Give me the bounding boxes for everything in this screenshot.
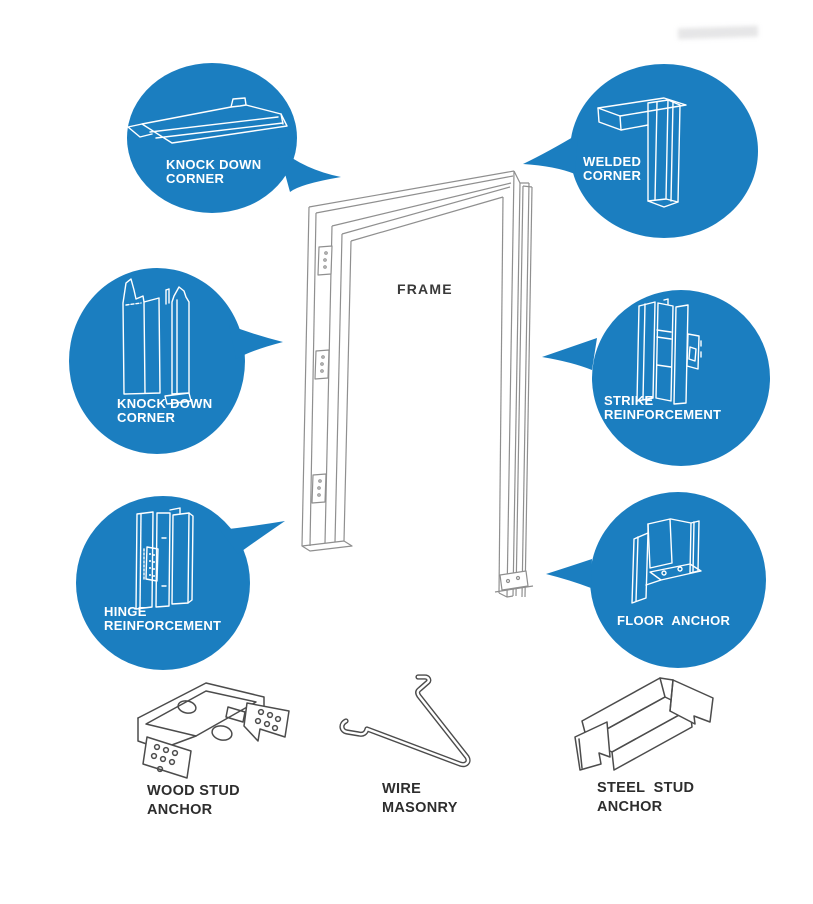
knock-down-corner-mid-drawing — [122, 278, 192, 405]
floor-anchor-drawing — [631, 518, 702, 604]
hinge-reinforcement-drawing — [135, 507, 194, 610]
callout-label-welded-corner: WELDED CORNER — [583, 155, 641, 182]
anchor-label-line: ANCHOR — [147, 802, 213, 818]
callout-label-line: CORNER — [166, 170, 225, 186]
frame-label: FRAME — [397, 281, 453, 297]
anchor-label-line: ANCHOR — [597, 799, 663, 815]
anchor-label-line: WOOD STUD — [147, 783, 240, 799]
callout-label-line: REINFORCEMENT — [604, 406, 722, 422]
wire-masonry-label: WIRE MASONRY — [382, 780, 458, 818]
bubble-tail — [523, 134, 578, 174]
callout-bubbles — [69, 63, 770, 670]
callout-label-line: CORNER — [117, 409, 176, 425]
steel-stud-anchor-drawing — [574, 677, 714, 771]
bubble-floor-anchor — [546, 492, 766, 668]
wood-stud-anchor-label: WOOD STUD ANCHOR — [147, 782, 240, 820]
callout-label-hinge-reinforcement: HINGE REINFORCEMENT — [104, 605, 221, 632]
bubble-knock-down-corner-top — [127, 63, 341, 213]
wire-masonry-drawing — [339, 674, 471, 768]
callout-label-knock-down-corner-top: KNOCK DOWN CORNER — [166, 158, 261, 185]
bubble-tail — [546, 559, 592, 588]
anchor-label-line: WIRE — [382, 781, 422, 797]
strike-reinforcement-drawing — [636, 298, 702, 405]
anchor-label-line: MASONRY — [382, 800, 458, 816]
callout-label-line: WELDED — [583, 154, 642, 169]
callout-label-line: HINGE — [104, 604, 147, 619]
bubble-tail — [542, 338, 597, 370]
callout-label-floor-anchor: FLOOR ANCHOR — [617, 614, 730, 628]
callout-label-strike-reinforcement: STRIKE REINFORCEMENT — [604, 394, 721, 421]
bubble-hinge-reinforcement — [76, 496, 285, 670]
bubble-strike-reinforcement — [542, 290, 770, 466]
callout-label-line: CORNER — [583, 167, 642, 183]
bubble-tail — [229, 325, 283, 359]
welded-corner-drawing — [597, 97, 687, 208]
bubble-tail — [278, 148, 341, 192]
callout-label-line: KNOCK DOWN — [166, 157, 262, 172]
callout-label-line: STRIKE — [604, 393, 654, 408]
wood-stud-anchor-drawing — [137, 682, 290, 779]
frame-floor-anchor-bracket — [494, 570, 534, 593]
bubble-tail — [220, 521, 285, 554]
frame-drawing — [301, 170, 534, 598]
callout-label-line: KNOCK DOWN — [117, 396, 213, 411]
frame-hinge-plates — [311, 245, 333, 504]
callout-label-knock-down-corner-mid: KNOCK DOWN CORNER — [117, 397, 212, 424]
bubble-knock-down-corner-mid — [69, 268, 283, 454]
callout-label-line: REINFORCEMENT — [104, 617, 222, 633]
bubble-welded-corner — [523, 64, 758, 238]
callout-label-line: FLOOR ANCHOR — [617, 613, 731, 628]
steel-stud-anchor-label: STEEL STUD ANCHOR — [597, 779, 694, 817]
knock-down-corner-top-drawing — [127, 97, 288, 144]
anchor-label-line: STEEL STUD — [597, 780, 695, 796]
